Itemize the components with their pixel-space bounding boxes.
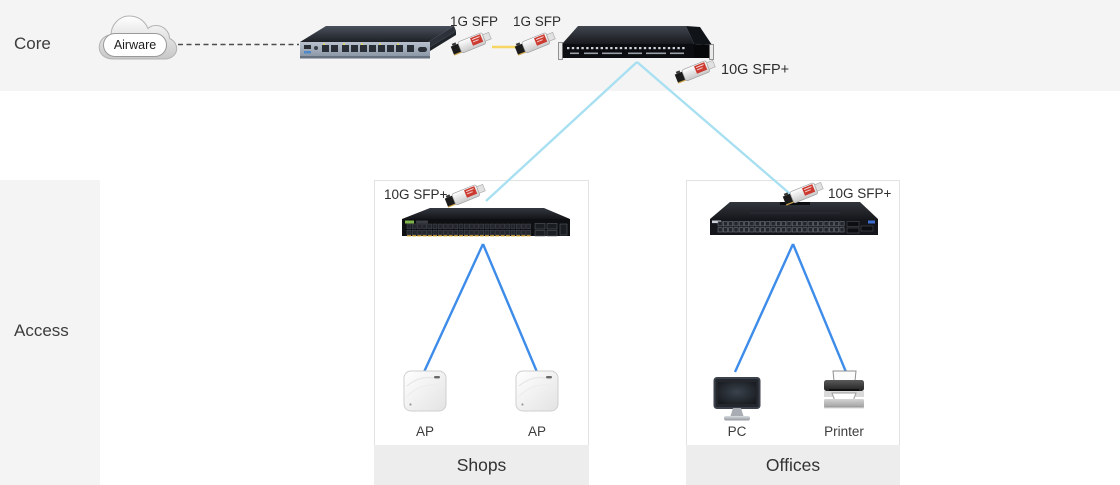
offices-access-switch-icon [710, 200, 878, 247]
sfp-right-label: 1G SFP [513, 14, 562, 29]
sfp-left-label: 1G SFP [450, 14, 499, 29]
shops-group-title: Shops [374, 445, 589, 485]
sfp-transceiver-icon [447, 22, 499, 63]
offices-sfp-plus-label: 10G SFP+ [828, 186, 892, 201]
router-device-icon [298, 24, 456, 69]
pc-icon [713, 375, 761, 428]
pc-label: PC [727, 424, 747, 439]
shops-access-switch-icon [402, 206, 570, 247]
printer-icon [819, 370, 869, 425]
core-switch-icon [558, 14, 714, 69]
ap-icon [403, 370, 447, 419]
ap1-label: AP [415, 424, 434, 439]
printer-label: Printer [824, 424, 864, 439]
access-layer-label: Access [14, 321, 69, 340]
cloud-label-pill: Airware [103, 33, 167, 57]
ap-icon [515, 370, 559, 419]
sfp-transceiver-icon [511, 22, 563, 63]
ap2-label: AP [527, 424, 546, 439]
access-layer-band: Access [0, 180, 100, 485]
core-sfp-plus-label: 10G SFP+ [721, 62, 790, 78]
sfp-plus-transceiver-icon [441, 174, 493, 215]
sfp-plus-transceiver-icon [671, 50, 723, 91]
core-layer-label: Core [14, 34, 51, 53]
offices-group-title: Offices [686, 445, 900, 485]
sfp-plus-transceiver-icon [779, 172, 831, 213]
shops-sfp-plus-label: 10G SFP+ [384, 187, 448, 202]
